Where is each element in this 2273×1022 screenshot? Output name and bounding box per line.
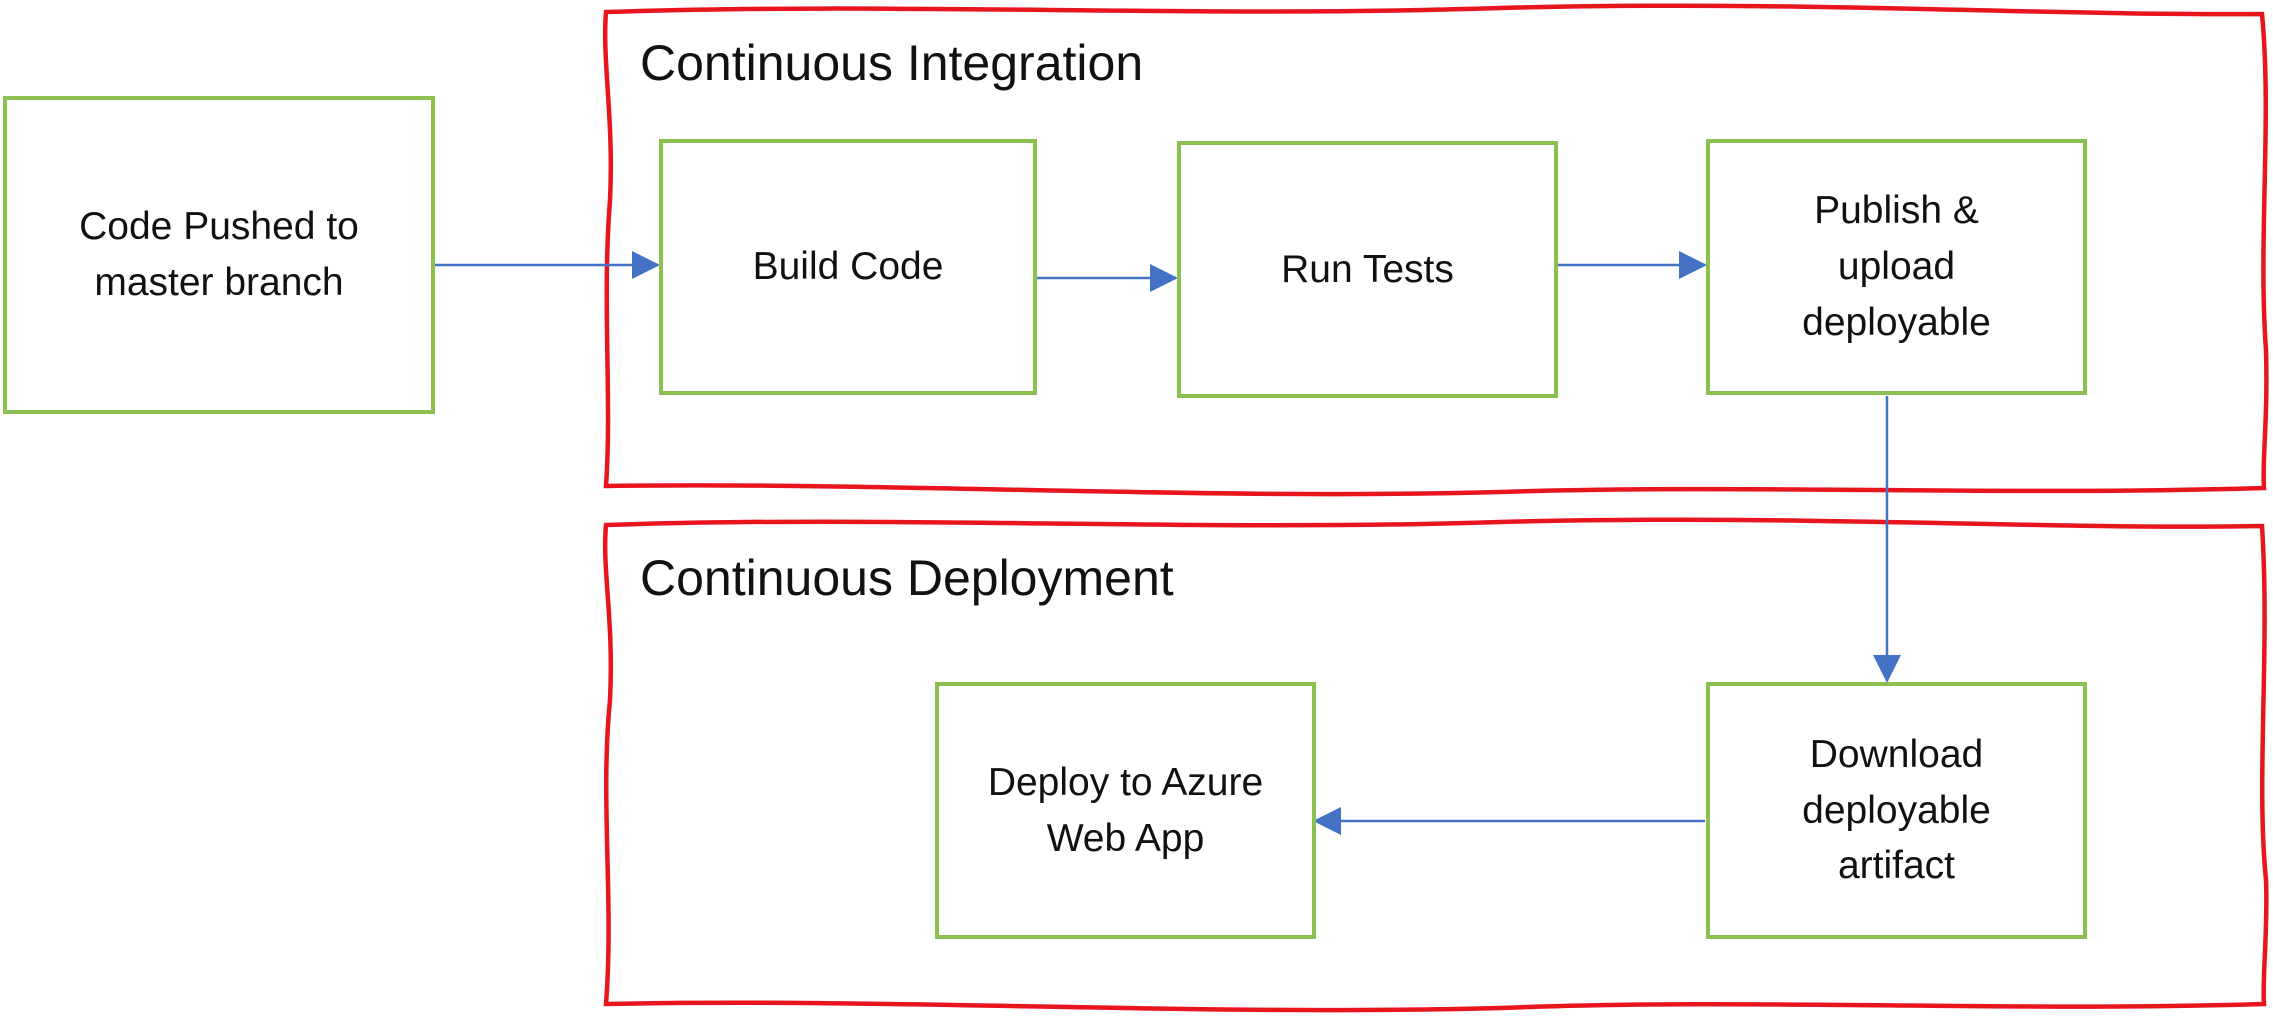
deployment-stage-title: Continuous Deployment	[640, 550, 1174, 606]
deploy-azure-node: Deploy to Azure Web App	[935, 682, 1316, 939]
deploy-azure-label: Deploy to Azure Web App	[987, 760, 1264, 860]
download-artifact-label: Download deployable artifact	[1802, 732, 1991, 888]
publish-upload-label: Publish & upload deployable	[1802, 189, 1991, 344]
integration-stage-frame	[602, 3, 2269, 497]
deployment-stage-frame	[602, 517, 2269, 1013]
build-code-label: Build Code	[752, 245, 944, 289]
code-pushed-node: Code Pushed to master branch	[3, 96, 435, 414]
build-code-node: Build Code	[659, 139, 1037, 395]
run-tests-label: Run Tests	[1281, 247, 1454, 291]
code-pushed-label: Code Pushed to master branch	[79, 205, 359, 304]
publish-upload-node: Publish & upload deployable	[1706, 139, 2087, 395]
run-tests-node: Run Tests	[1177, 141, 1558, 398]
integration-stage-title: Continuous Integration	[640, 35, 1144, 91]
download-artifact-node: Download deployable artifact	[1706, 682, 2087, 939]
